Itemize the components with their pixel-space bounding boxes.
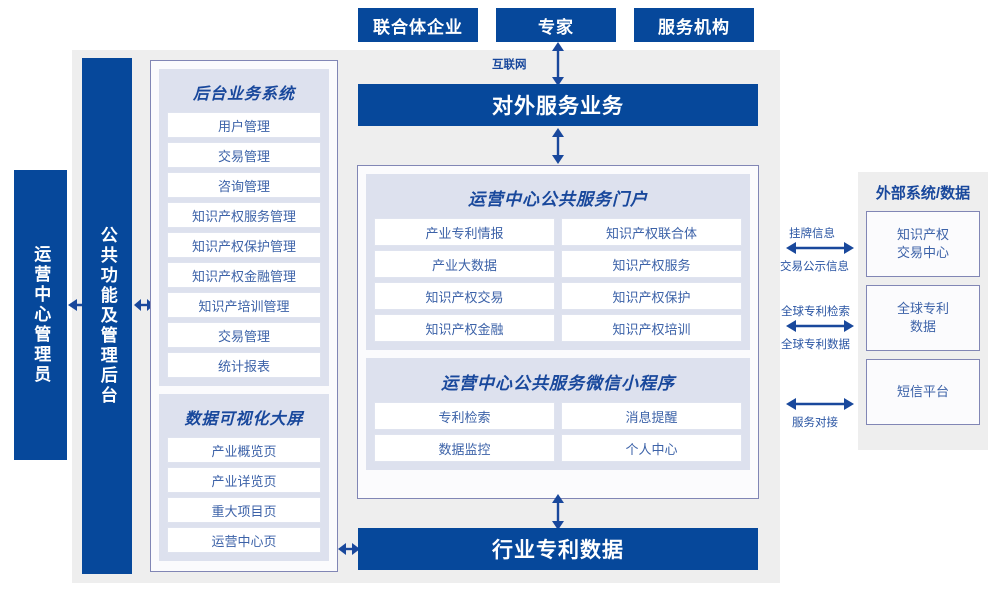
dashboard-group: 数据可视化大屏 产业概览页 产业详览页 重大项目页 运营中心页 bbox=[159, 394, 329, 561]
external-connector-arrow-1 bbox=[786, 240, 854, 256]
portal-group: 运营中心公共服务门户 产业专利情报 知识产权联合体 产业大数据 知识产权服务 知… bbox=[366, 174, 750, 350]
external-system-global-patent-data[interactable]: 全球专利数据 bbox=[866, 285, 980, 351]
dashboard-item-list: 产业概览页 产业详览页 重大项目页 运营中心页 bbox=[167, 437, 321, 553]
external-connector-arrow-2 bbox=[786, 318, 854, 334]
external-service-business-bar[interactable]: 对外服务业务 bbox=[358, 84, 758, 126]
actor-box-consortium[interactable]: 联合体企业 bbox=[358, 8, 478, 42]
external-connector-label-2-above: 全球专利检索 bbox=[781, 306, 850, 318]
portal-item[interactable]: 产业专利情报 bbox=[374, 218, 555, 246]
dashboard-industry-arrow bbox=[338, 541, 360, 557]
actor-box-service-agency[interactable]: 服务机构 bbox=[634, 8, 754, 42]
miniprogram-item[interactable]: 数据监控 bbox=[374, 434, 555, 462]
service-portal-arrow bbox=[550, 128, 566, 164]
backend-item[interactable]: 知识产权保护管理 bbox=[167, 232, 321, 258]
backend-item[interactable]: 知识产权金融管理 bbox=[167, 262, 321, 288]
dashboard-item[interactable]: 运营中心页 bbox=[167, 527, 321, 553]
center-modules-frame: 运营中心公共服务门户 产业专利情报 知识产权联合体 产业大数据 知识产权服务 知… bbox=[357, 165, 759, 499]
external-connector-arrow-3 bbox=[786, 396, 854, 412]
actor-box-expert[interactable]: 专家 bbox=[496, 8, 616, 42]
miniprogram-item[interactable]: 个人中心 bbox=[561, 434, 742, 462]
backend-item[interactable]: 知识产培训管理 bbox=[167, 292, 321, 318]
miniprogram-item-grid: 专利检索 消息提醒 数据监控 个人中心 bbox=[374, 402, 742, 462]
portal-industry-arrow bbox=[550, 494, 566, 530]
common-function-bar[interactable]: 公共功能及管理后台 bbox=[82, 58, 132, 574]
external-systems-title: 外部系统/数据 bbox=[875, 185, 971, 202]
portal-item[interactable]: 知识产权服务 bbox=[561, 250, 742, 278]
internet-label: 互联网 bbox=[492, 59, 527, 71]
backend-system-group: 后台业务系统 用户管理 交易管理 咨询管理 知识产权服务管理 知识产权保护管理 … bbox=[159, 69, 329, 386]
dashboard-item[interactable]: 重大项目页 bbox=[167, 497, 321, 523]
portal-item[interactable]: 产业大数据 bbox=[374, 250, 555, 278]
backend-item[interactable]: 统计报表 bbox=[167, 352, 321, 378]
backend-item[interactable]: 交易管理 bbox=[167, 322, 321, 348]
miniprogram-title: 运营中心公共服务微信小程序 bbox=[441, 374, 675, 393]
dashboard-item[interactable]: 产业概览页 bbox=[167, 437, 321, 463]
portal-item-grid: 产业专利情报 知识产权联合体 产业大数据 知识产权服务 知识产权交易 知识产权保… bbox=[374, 218, 742, 342]
portal-item[interactable]: 知识产权交易 bbox=[374, 282, 555, 310]
backend-item[interactable]: 用户管理 bbox=[167, 112, 321, 138]
operator-bar[interactable]: 运营中心管理员 bbox=[14, 170, 67, 460]
external-connector-label-2-below: 全球专利数据 bbox=[781, 339, 850, 351]
portal-item[interactable]: 知识产权培训 bbox=[561, 314, 742, 342]
internet-connector-arrow bbox=[550, 42, 566, 86]
industry-patent-data-bar[interactable]: 行业专利数据 bbox=[358, 528, 758, 570]
miniprogram-item[interactable]: 专利检索 bbox=[374, 402, 555, 430]
left-modules-frame: 后台业务系统 用户管理 交易管理 咨询管理 知识产权服务管理 知识产权保护管理 … bbox=[150, 60, 338, 572]
portal-title: 运营中心公共服务门户 bbox=[468, 190, 648, 209]
external-connector-label-1-below: 交易公示信息 bbox=[780, 261, 849, 273]
external-connector-label-3-below: 服务对接 bbox=[792, 417, 838, 429]
dashboard-item[interactable]: 产业详览页 bbox=[167, 467, 321, 493]
external-system-sms-platform[interactable]: 短信平台 bbox=[866, 359, 980, 425]
backend-item[interactable]: 咨询管理 bbox=[167, 172, 321, 198]
external-connector-label-1-above: 挂牌信息 bbox=[789, 228, 835, 240]
backend-item[interactable]: 交易管理 bbox=[167, 142, 321, 168]
miniprogram-group: 运营中心公共服务微信小程序 专利检索 消息提醒 数据监控 个人中心 bbox=[366, 358, 750, 470]
dashboard-title: 数据可视化大屏 bbox=[184, 411, 304, 428]
external-system-ip-exchange[interactable]: 知识产权交易中心 bbox=[866, 211, 980, 277]
backend-item[interactable]: 知识产权服务管理 bbox=[167, 202, 321, 228]
backend-item-list: 用户管理 交易管理 咨询管理 知识产权服务管理 知识产权保护管理 知识产权金融管… bbox=[167, 112, 321, 378]
miniprogram-item[interactable]: 消息提醒 bbox=[561, 402, 742, 430]
backend-system-title: 后台业务系统 bbox=[192, 86, 295, 103]
portal-item[interactable]: 知识产权联合体 bbox=[561, 218, 742, 246]
external-systems-panel: 外部系统/数据 知识产权交易中心 全球专利数据 短信平台 bbox=[858, 172, 988, 450]
portal-item[interactable]: 知识产权金融 bbox=[374, 314, 555, 342]
portal-item[interactable]: 知识产权保护 bbox=[561, 282, 742, 310]
